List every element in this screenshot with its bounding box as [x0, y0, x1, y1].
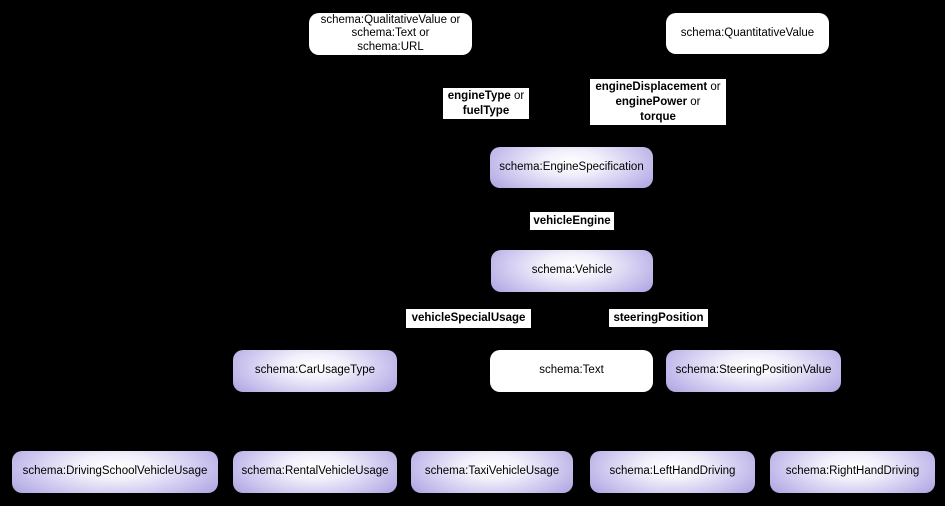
edge-label-line: engineDisplacement or — [595, 80, 720, 95]
property-name: engineDisplacement — [595, 80, 708, 93]
property-name: torque — [640, 110, 676, 123]
edge-label-line: steeringPosition — [613, 311, 703, 326]
node-label: schema:SteeringPositionValue — [675, 364, 832, 377]
node-label: schema:CarUsageType — [254, 364, 376, 377]
property-or: or — [510, 89, 525, 102]
property-name: vehicleEngine — [533, 214, 611, 227]
node-label: schema:QuantitativeValue — [680, 26, 815, 39]
edge-label-engine-displacement-power-torque: engineDisplacement or enginePower or tor… — [590, 79, 726, 125]
edge-label-line: vehicleSpecialUsage — [412, 311, 526, 326]
property-name: engineType — [447, 89, 511, 102]
node-label: schema:RightHandDriving — [785, 465, 920, 478]
node-label: schema:Text — [539, 364, 604, 377]
edge-label-engine-type-fuel-type: engineType or fuelType — [443, 88, 529, 119]
node-steering-position-value: schema:SteeringPositionValue — [666, 350, 841, 392]
edge-label-line: torque — [640, 110, 676, 125]
node-label: schema:RentalVehicleUsage — [241, 465, 389, 478]
edge-label-steering-position: steeringPosition — [609, 309, 708, 327]
node-label: schema:EngineSpecification — [499, 160, 644, 173]
node-quantitative-value: schema:QuantitativeValue — [666, 13, 829, 54]
property-or: or — [687, 95, 701, 108]
node-left-hand-driving: schema:LeftHandDriving — [590, 451, 755, 493]
node-text: schema:Text — [490, 350, 653, 392]
edge-label-line: fuelType — [463, 104, 509, 119]
node-rental-vehicle-usage: schema:RentalVehicleUsage — [233, 451, 397, 493]
property-name: enginePower — [615, 95, 688, 108]
node-engine-specification: schema:EngineSpecification — [490, 147, 653, 188]
edge-label-line: engineType or — [448, 89, 524, 104]
node-qualitative-value-text-url: schema:QualitativeValue or schema:Text o… — [309, 13, 472, 55]
node-label-line: schema:Text or — [351, 27, 430, 40]
node-right-hand-driving: schema:RightHandDriving — [770, 451, 935, 493]
node-taxi-vehicle-usage: schema:TaxiVehicleUsage — [411, 451, 573, 493]
node-label: schema:DrivingSchoolVehicleUsage — [22, 465, 208, 478]
node-label: schema:Vehicle — [531, 264, 613, 277]
edge-label-line: enginePower or — [616, 95, 701, 110]
edge-label-vehicle-engine: vehicleEngine — [530, 212, 614, 230]
node-label-line: schema:QualitativeValue or — [320, 13, 461, 26]
edge-label-vehicle-special-usage: vehicleSpecialUsage — [406, 309, 531, 328]
property-name: vehicleSpecialUsage — [411, 312, 526, 324]
node-label: schema:TaxiVehicleUsage — [424, 465, 560, 478]
node-driving-school-vehicle-usage: schema:DrivingSchoolVehicleUsage — [12, 451, 218, 493]
node-vehicle: schema:Vehicle — [491, 250, 653, 292]
node-label: schema:LeftHandDriving — [609, 465, 736, 478]
node-label-line: schema:URL — [357, 40, 424, 53]
edge-label-line: vehicleEngine — [533, 214, 610, 229]
property-name: steeringPosition — [613, 311, 704, 324]
node-car-usage-type: schema:CarUsageType — [233, 350, 397, 392]
property-or: or — [707, 80, 721, 93]
property-name: fuelType — [462, 104, 510, 117]
